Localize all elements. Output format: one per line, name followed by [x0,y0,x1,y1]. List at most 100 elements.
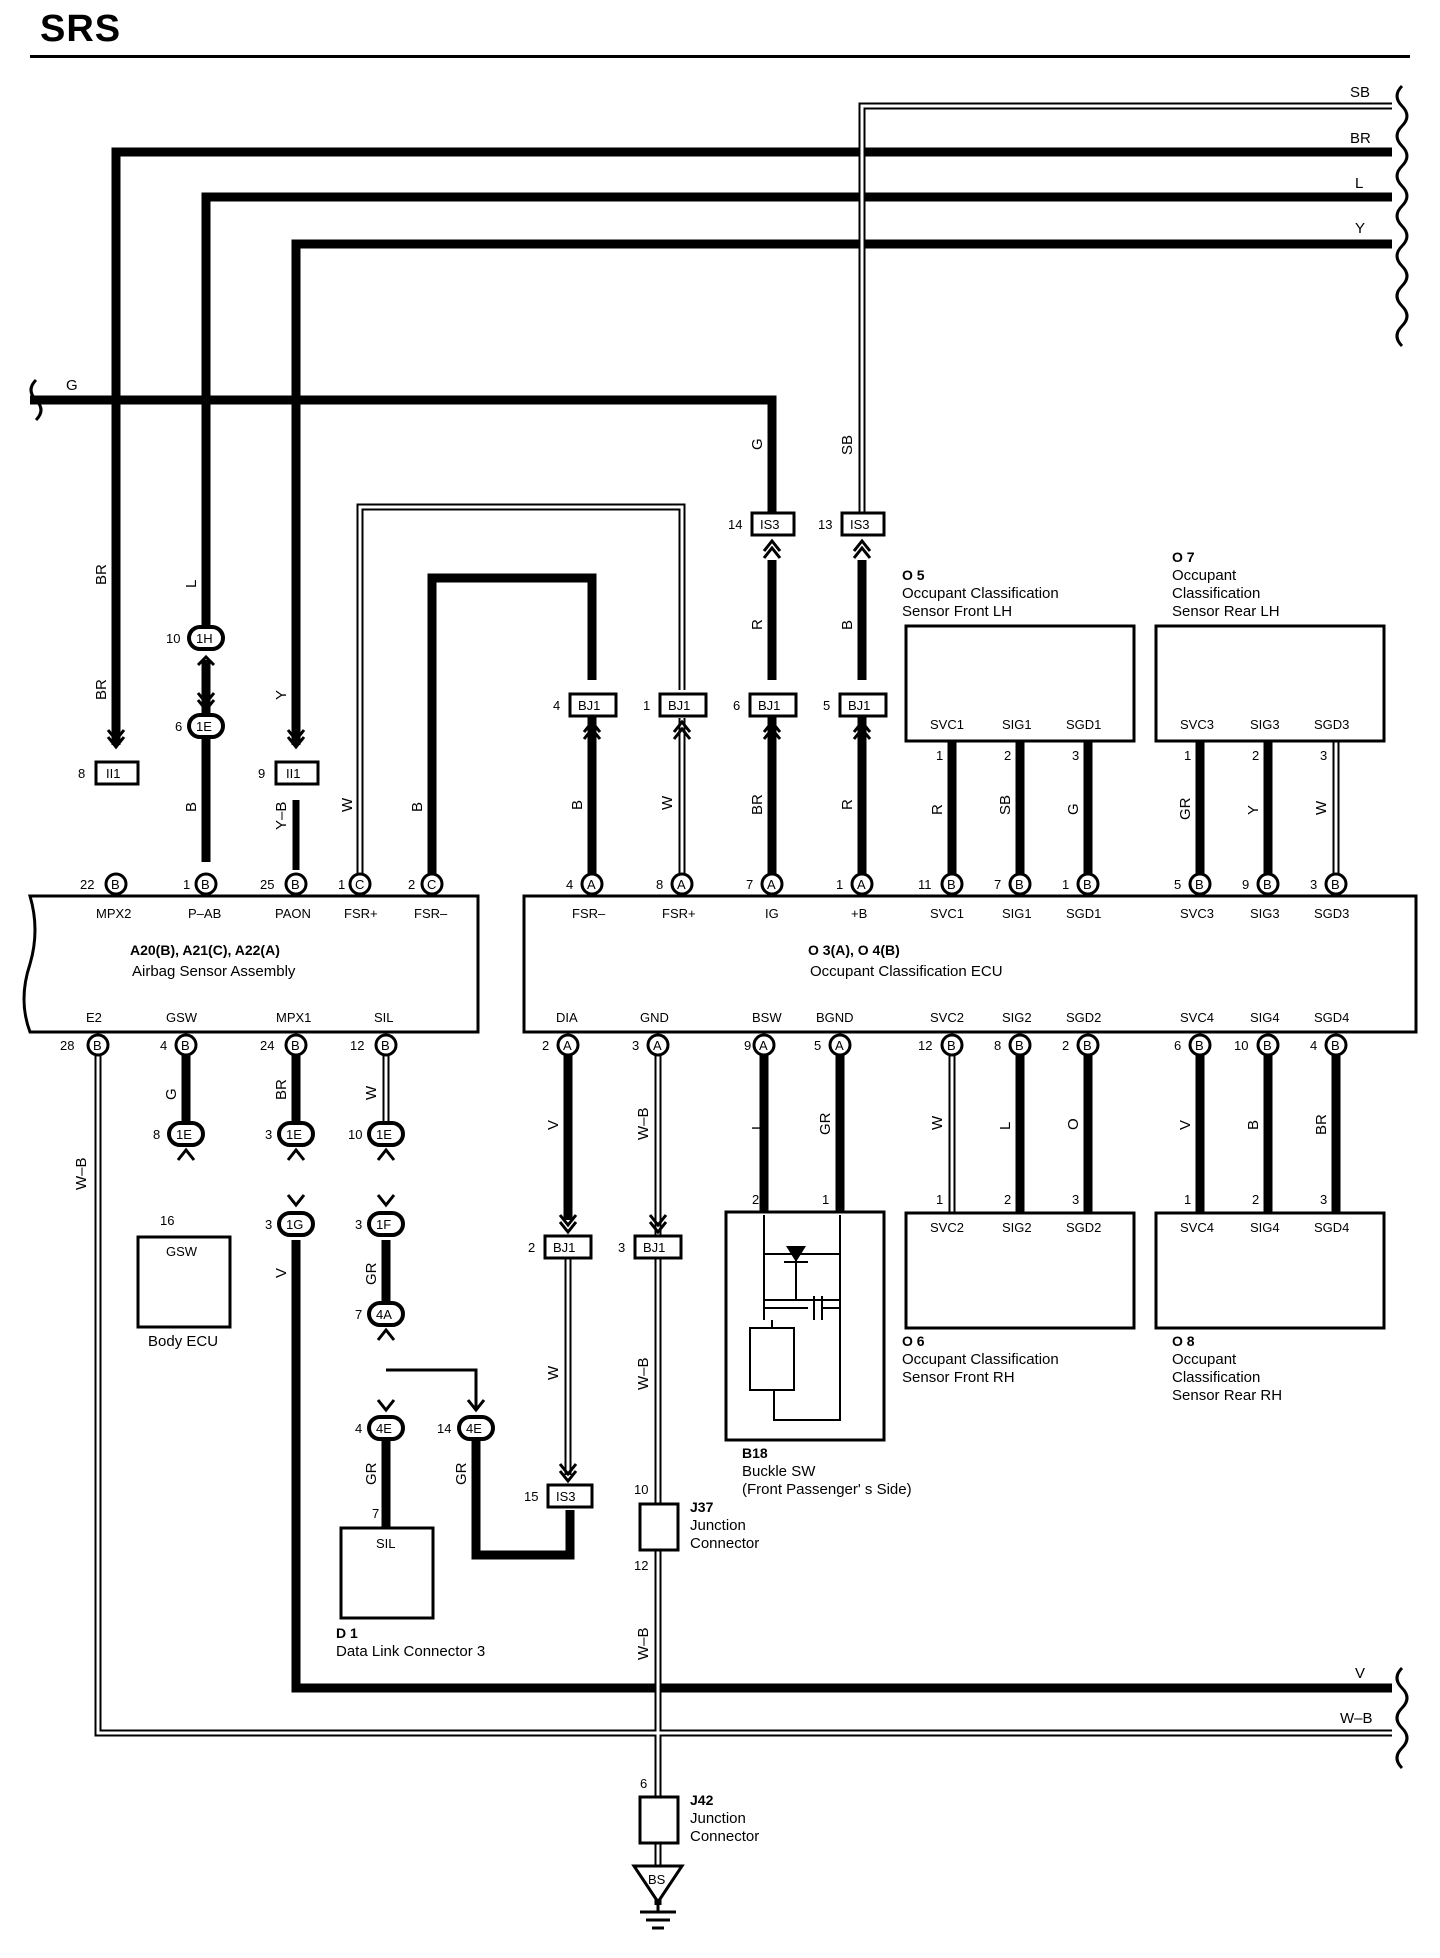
svg-text:SIL: SIL [376,1536,396,1551]
connector-bj1-5: BJ1 5 [823,692,888,718]
svg-text:13: 13 [818,517,832,532]
svg-text:FSR+: FSR+ [344,906,378,921]
wire-gr-is3 [471,1440,575,1560]
svg-text:6: 6 [175,719,182,734]
svg-text:SGD1: SGD1 [1066,717,1101,732]
svg-text:A: A [767,877,776,892]
connector-bj1-4: BJ1 4 [553,692,618,718]
svg-text:7: 7 [372,1506,379,1521]
svg-text:6: 6 [733,698,740,713]
wire-label-v: V [1355,1665,1365,1682]
svg-text:3: 3 [1310,877,1317,892]
svg-text:3: 3 [265,1217,272,1232]
svg-text:B: B [111,877,120,892]
svg-text:10: 10 [634,1482,648,1497]
svg-text:SVC2: SVC2 [930,1220,964,1235]
svg-text:8: 8 [994,1038,1001,1053]
svg-text:Junction: Junction [690,1810,746,1827]
svg-text:BJ1: BJ1 [578,698,600,713]
wire-label-l: L [1355,175,1363,192]
svg-text:2: 2 [528,1240,535,1255]
svg-text:(Front Passenger' s Side): (Front Passenger' s Side) [742,1481,912,1498]
svg-text:A: A [835,1038,844,1053]
svg-text:Y: Y [273,690,290,700]
wire-label-sb: SB [1350,84,1370,101]
svg-text:9: 9 [1242,877,1249,892]
svg-text:Occupant Classification: Occupant Classification [902,1351,1059,1368]
svg-text:BR: BR [93,564,110,585]
wire-label-wb: W–B [1340,1710,1373,1727]
svg-text:1G: 1G [286,1217,303,1232]
svg-text:B18: B18 [742,1445,768,1461]
svg-text:3: 3 [265,1127,272,1142]
svg-text:BR: BR [93,679,110,700]
svg-text:1: 1 [643,698,650,713]
svg-text:Occupant: Occupant [1172,1351,1237,1368]
svg-text:O 3(A), O 4(B): O 3(A), O 4(B) [808,942,900,958]
svg-text:E2: E2 [86,1010,102,1025]
ground-point: BS [631,1864,685,1930]
svg-text:5: 5 [823,698,830,713]
svg-text:BR: BR [749,794,766,815]
svg-text:DIA: DIA [556,1010,578,1025]
svg-text:2: 2 [1004,748,1011,763]
svg-text:B: B [409,802,426,812]
svg-text:O 8: O 8 [1172,1333,1195,1349]
svg-text:GR: GR [1177,797,1194,820]
wire-v-mpx1 [291,1240,1392,1693]
svg-text:IS3: IS3 [556,1489,576,1504]
svg-text:W: W [1313,800,1330,815]
svg-text:B: B [1083,877,1092,892]
svg-text:V: V [273,1268,290,1278]
svg-text:SIG2: SIG2 [1002,1220,1032,1235]
svg-text:FSR+: FSR+ [662,906,696,921]
svg-text:SGD2: SGD2 [1066,1220,1101,1235]
svg-text:1: 1 [1184,1192,1191,1207]
wire-label-g: G [66,377,78,394]
svg-text:1: 1 [338,877,345,892]
svg-text:4: 4 [160,1038,167,1053]
svg-text:3: 3 [1072,748,1079,763]
connector-bj1-1: BJ1 1 [643,692,708,718]
svg-text:BJ1: BJ1 [758,698,780,713]
svg-text:SVC4: SVC4 [1180,1010,1214,1025]
svg-text:3: 3 [632,1038,639,1053]
svg-text:J42: J42 [690,1792,714,1808]
svg-text:Sensor Rear RH: Sensor Rear RH [1172,1387,1282,1404]
connector-4a-7: 4A 7 [355,1301,405,1327]
svg-text:14: 14 [728,517,742,532]
connector-1g-3: 1G 3 [265,1211,315,1237]
svg-text:SIG1: SIG1 [1002,906,1032,921]
svg-text:1: 1 [936,1192,943,1207]
svg-text:3: 3 [1072,1192,1079,1207]
svg-text:Sensor Front RH: Sensor Front RH [902,1369,1015,1386]
svg-text:SIG3: SIG3 [1250,906,1280,921]
svg-text:1H: 1H [196,631,213,646]
svg-text:2: 2 [1252,1192,1259,1207]
svg-text:Occupant: Occupant [1172,567,1237,584]
svg-text:1: 1 [183,877,190,892]
svg-text:Data Link Connector 3: Data Link Connector 3 [336,1643,485,1660]
page-title: SRS [40,8,122,50]
svg-text:BSW: BSW [752,1010,782,1025]
svg-text:A: A [653,1038,662,1053]
svg-text:SVC1: SVC1 [930,717,964,732]
svg-text:G: G [163,1088,180,1100]
svg-text:12: 12 [918,1038,932,1053]
svg-text:22: 22 [80,877,94,892]
connector-ii1-8: II1 8 [78,760,140,786]
svg-text:B: B [1015,1038,1024,1053]
svg-text:V: V [1177,1120,1194,1130]
connector-1e-6: 1E 6 [175,713,225,739]
svg-text:D 1: D 1 [336,1625,358,1641]
svg-text:MPX1: MPX1 [276,1010,311,1025]
svg-text:4E: 4E [466,1421,482,1436]
wire-l [201,192,1392,628]
svg-text:A: A [563,1038,572,1053]
occupant-classification-ecu: O 3(A), O 4(B) Occupant Classification E… [522,894,1418,1034]
svg-text:SIL: SIL [374,1010,394,1025]
thick-wires [30,147,1392,1693]
svg-text:4A: 4A [376,1307,392,1322]
